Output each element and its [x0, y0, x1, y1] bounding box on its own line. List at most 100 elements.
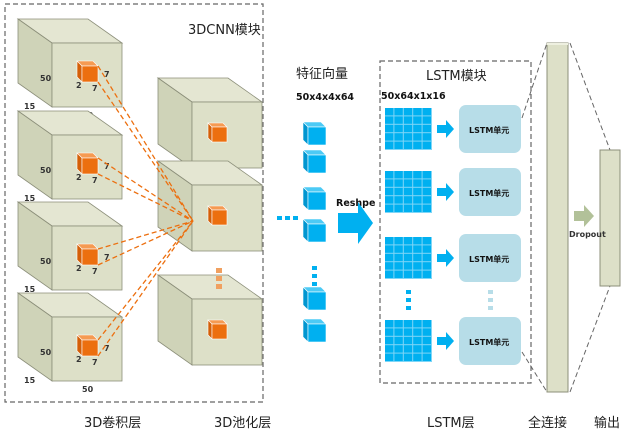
grid-cell	[403, 196, 413, 204]
layer-label-lstm: LSTM层	[427, 416, 475, 431]
grid-cell	[422, 108, 431, 116]
output-projection-line-top	[569, 42, 611, 151]
feature-cube	[302, 218, 327, 243]
grid-cell	[403, 245, 413, 253]
grid-cell	[413, 345, 422, 353]
grid-cell	[385, 204, 394, 212]
kernel-connection-line	[97, 81, 194, 222]
lstm-row: LSTM单元	[385, 317, 521, 365]
grid-cell	[413, 124, 422, 133]
lstm-input-shape: 50x64x1x16	[381, 91, 446, 102]
conv-depth-label: 15	[24, 102, 36, 111]
grid-cell	[394, 353, 403, 361]
feature-cube	[302, 121, 327, 146]
grid-cell	[385, 187, 394, 196]
grid-cell	[422, 245, 431, 253]
grid-cell	[403, 124, 413, 133]
grid-cell	[422, 353, 431, 361]
lstm-module-title: LSTM模块	[426, 69, 487, 84]
kernel-cube	[76, 152, 99, 175]
grid-cell	[422, 196, 431, 204]
grid-cell	[422, 320, 431, 328]
kernel-connection-line	[97, 65, 194, 222]
row-arrow-icon	[437, 183, 454, 201]
grid-cell	[413, 179, 422, 187]
pool-volume	[156, 160, 264, 252]
grid-cell	[422, 204, 431, 212]
grid-cell	[403, 262, 413, 270]
grid-cell	[422, 124, 431, 133]
reshape-label: Reshpe	[336, 198, 375, 209]
row-arrow-icon	[437, 332, 454, 350]
grid-cell	[413, 245, 422, 253]
kernel-connection-lines	[97, 65, 194, 357]
grid-cell	[385, 179, 394, 187]
kernel-dim-label: 7	[92, 358, 98, 367]
lstm-cell	[459, 168, 521, 216]
grid-cell	[385, 336, 394, 345]
layer-label-output: 输出	[594, 415, 620, 431]
conv-depth-label: 15	[24, 285, 36, 294]
grid-cell	[403, 328, 413, 336]
feature-title: 特征向量	[296, 66, 348, 82]
kernel-dim-label: 2	[76, 173, 82, 182]
grid-cell	[413, 108, 422, 116]
grid-cell	[422, 336, 431, 345]
kernel-connection-line	[97, 173, 194, 222]
layer-label-conv: 3D卷积层	[84, 415, 141, 431]
lstm-cell-label: LSTM单元	[469, 125, 509, 135]
conv-height-label: 50	[40, 348, 52, 357]
pool-volume	[156, 274, 264, 366]
grid-cell	[385, 345, 394, 353]
grid-cell	[394, 179, 403, 187]
grid-cell	[403, 270, 413, 278]
conv-height-label: 50	[40, 257, 52, 266]
grid-cell	[422, 345, 431, 353]
kernel-dim-label: 7	[104, 70, 110, 79]
grid-cell	[422, 133, 431, 141]
grid-cell	[385, 353, 394, 361]
kernel-dim-label: 2	[76, 264, 82, 273]
grid-cell	[413, 204, 422, 212]
grid-cell	[403, 320, 413, 328]
grid-cell	[385, 320, 394, 328]
lstm-grid-ellipsis	[406, 290, 411, 310]
grid-cell	[394, 133, 403, 141]
grid-cell	[422, 141, 431, 149]
grid-cell	[385, 141, 394, 149]
grid-cell	[403, 187, 413, 196]
feature-grid	[385, 108, 432, 150]
grid-cell	[413, 353, 422, 361]
row-arrow-icon	[437, 249, 454, 267]
grid-cell	[422, 171, 431, 179]
conv-height-label: 50	[40, 166, 52, 175]
conv-height-label: 50	[40, 74, 52, 83]
grid-cell	[385, 262, 394, 270]
lstm-row: LSTM单元	[385, 105, 521, 153]
feature-grid	[385, 237, 432, 279]
grid-cell	[385, 124, 394, 133]
kernel-connection-line	[97, 157, 194, 222]
grid-cell	[422, 179, 431, 187]
grid-cell	[413, 196, 422, 204]
grid-cell	[403, 133, 413, 141]
grid-cell	[394, 124, 403, 133]
grid-cell	[394, 262, 403, 270]
kernel-dim-label: 7	[92, 84, 98, 93]
lstm-cell-label: LSTM单元	[469, 254, 509, 264]
grid-cell	[394, 245, 403, 253]
lstm-row: LSTM单元	[385, 168, 521, 216]
layer-label-pool: 3D池化层	[214, 416, 271, 431]
grid-cell	[394, 204, 403, 212]
grid-cell	[422, 328, 431, 336]
conv-depth-label: 15	[24, 194, 36, 203]
kernel-dim-label: 7	[92, 267, 98, 276]
feature-grid	[385, 320, 432, 362]
conv-volumes: 501550277501550277501550277501550277	[16, 18, 124, 394]
grid-cell	[385, 133, 394, 141]
feature-vertical-ellipsis	[312, 266, 317, 286]
grid-cell	[413, 336, 422, 345]
lstm-row: LSTM单元	[385, 234, 521, 282]
